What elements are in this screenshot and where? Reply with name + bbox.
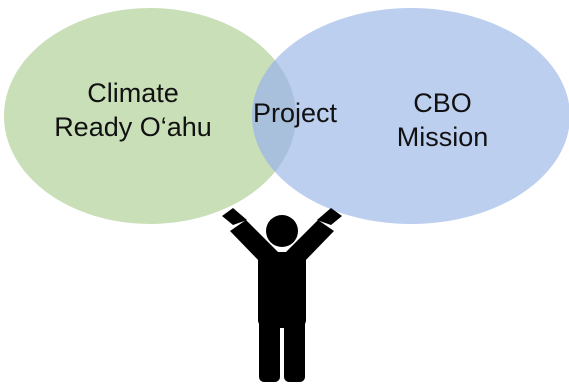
project-label-text: Project [252,98,338,128]
venn-circles [4,8,569,224]
cbo-mission-label: CBO Mission [350,86,535,154]
climate-label-line-2: Ready O‘ahu [54,112,212,142]
climate-ready-oahu-circle [4,8,296,224]
cbo-label-line-2: Mission [396,122,489,152]
climate-label-line-1: Climate [87,78,179,108]
person-arms-raised-icon [222,208,342,382]
climate-ready-oahu-label: Climate Ready O‘ahu [18,76,248,144]
project-label: Project [230,96,360,130]
cbo-mission-circle [252,8,569,224]
cbo-label-line-1: CBO [413,88,472,118]
